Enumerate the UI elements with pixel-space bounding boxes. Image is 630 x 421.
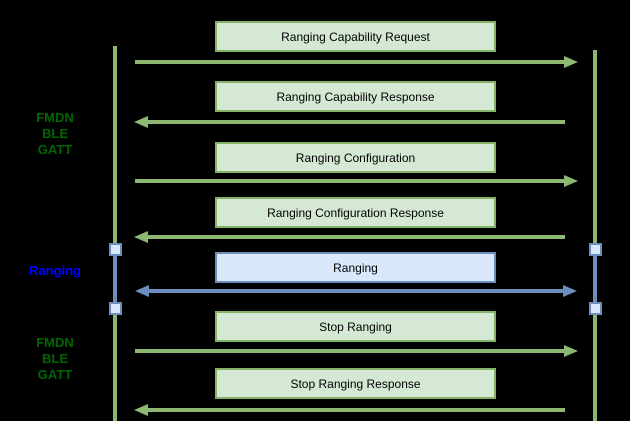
message-box-ranging-capability-response: Ranging Capability Response [215, 81, 496, 112]
message-box-ranging-configuration-response: Ranging Configuration Response [215, 197, 496, 228]
message-arrow-ranging-capability-request [135, 60, 565, 64]
arrowhead-left-icon [134, 231, 148, 243]
message-arrow-ranging-capability-response [147, 120, 565, 124]
phase-label-fmdn-ble-gatt-top: FMDN BLE GATT [10, 110, 100, 158]
phase-line: GATT [37, 367, 73, 382]
phase-line: FMDN [36, 335, 74, 350]
message-box-ranging-capability-request: Ranging Capability Request [215, 21, 496, 52]
arrowhead-right-icon [563, 285, 577, 297]
arrowhead-left-icon [134, 404, 148, 416]
arrowhead-right-icon [564, 175, 578, 187]
activation-bar-right [593, 250, 597, 308]
phase-line: GATT [37, 142, 73, 157]
phase-line: BLE [42, 126, 68, 141]
message-box-stop-ranging-response: Stop Ranging Response [215, 368, 496, 399]
message-arrow-ranging-configuration-response [147, 235, 565, 239]
activation-start-marker-left [109, 243, 122, 256]
message-box-stop-ranging: Stop Ranging [215, 311, 496, 342]
activation-bar-left [113, 250, 117, 308]
lifeline-left [113, 46, 117, 421]
message-box-ranging: Ranging [215, 252, 496, 283]
phase-line: BLE [42, 351, 68, 366]
arrowhead-left-icon [134, 116, 148, 128]
lifeline-right [593, 50, 597, 421]
message-arrow-stop-ranging [135, 349, 565, 353]
message-arrow-stop-ranging-response [147, 408, 565, 412]
activation-start-marker-right [589, 243, 602, 256]
phase-label-fmdn-ble-gatt-bottom: FMDN BLE GATT [10, 335, 100, 383]
message-arrow-ranging-configuration [135, 179, 565, 183]
message-arrow-ranging [148, 289, 564, 293]
activation-end-marker-right [589, 302, 602, 315]
arrowhead-left-icon [135, 285, 149, 297]
arrowhead-right-icon [564, 345, 578, 357]
phase-label-ranging: Ranging [10, 263, 100, 279]
message-box-ranging-configuration: Ranging Configuration [215, 142, 496, 173]
phase-line: FMDN [36, 110, 74, 125]
phase-line: Ranging [29, 263, 81, 278]
activation-end-marker-left [109, 302, 122, 315]
arrowhead-right-icon [564, 56, 578, 68]
